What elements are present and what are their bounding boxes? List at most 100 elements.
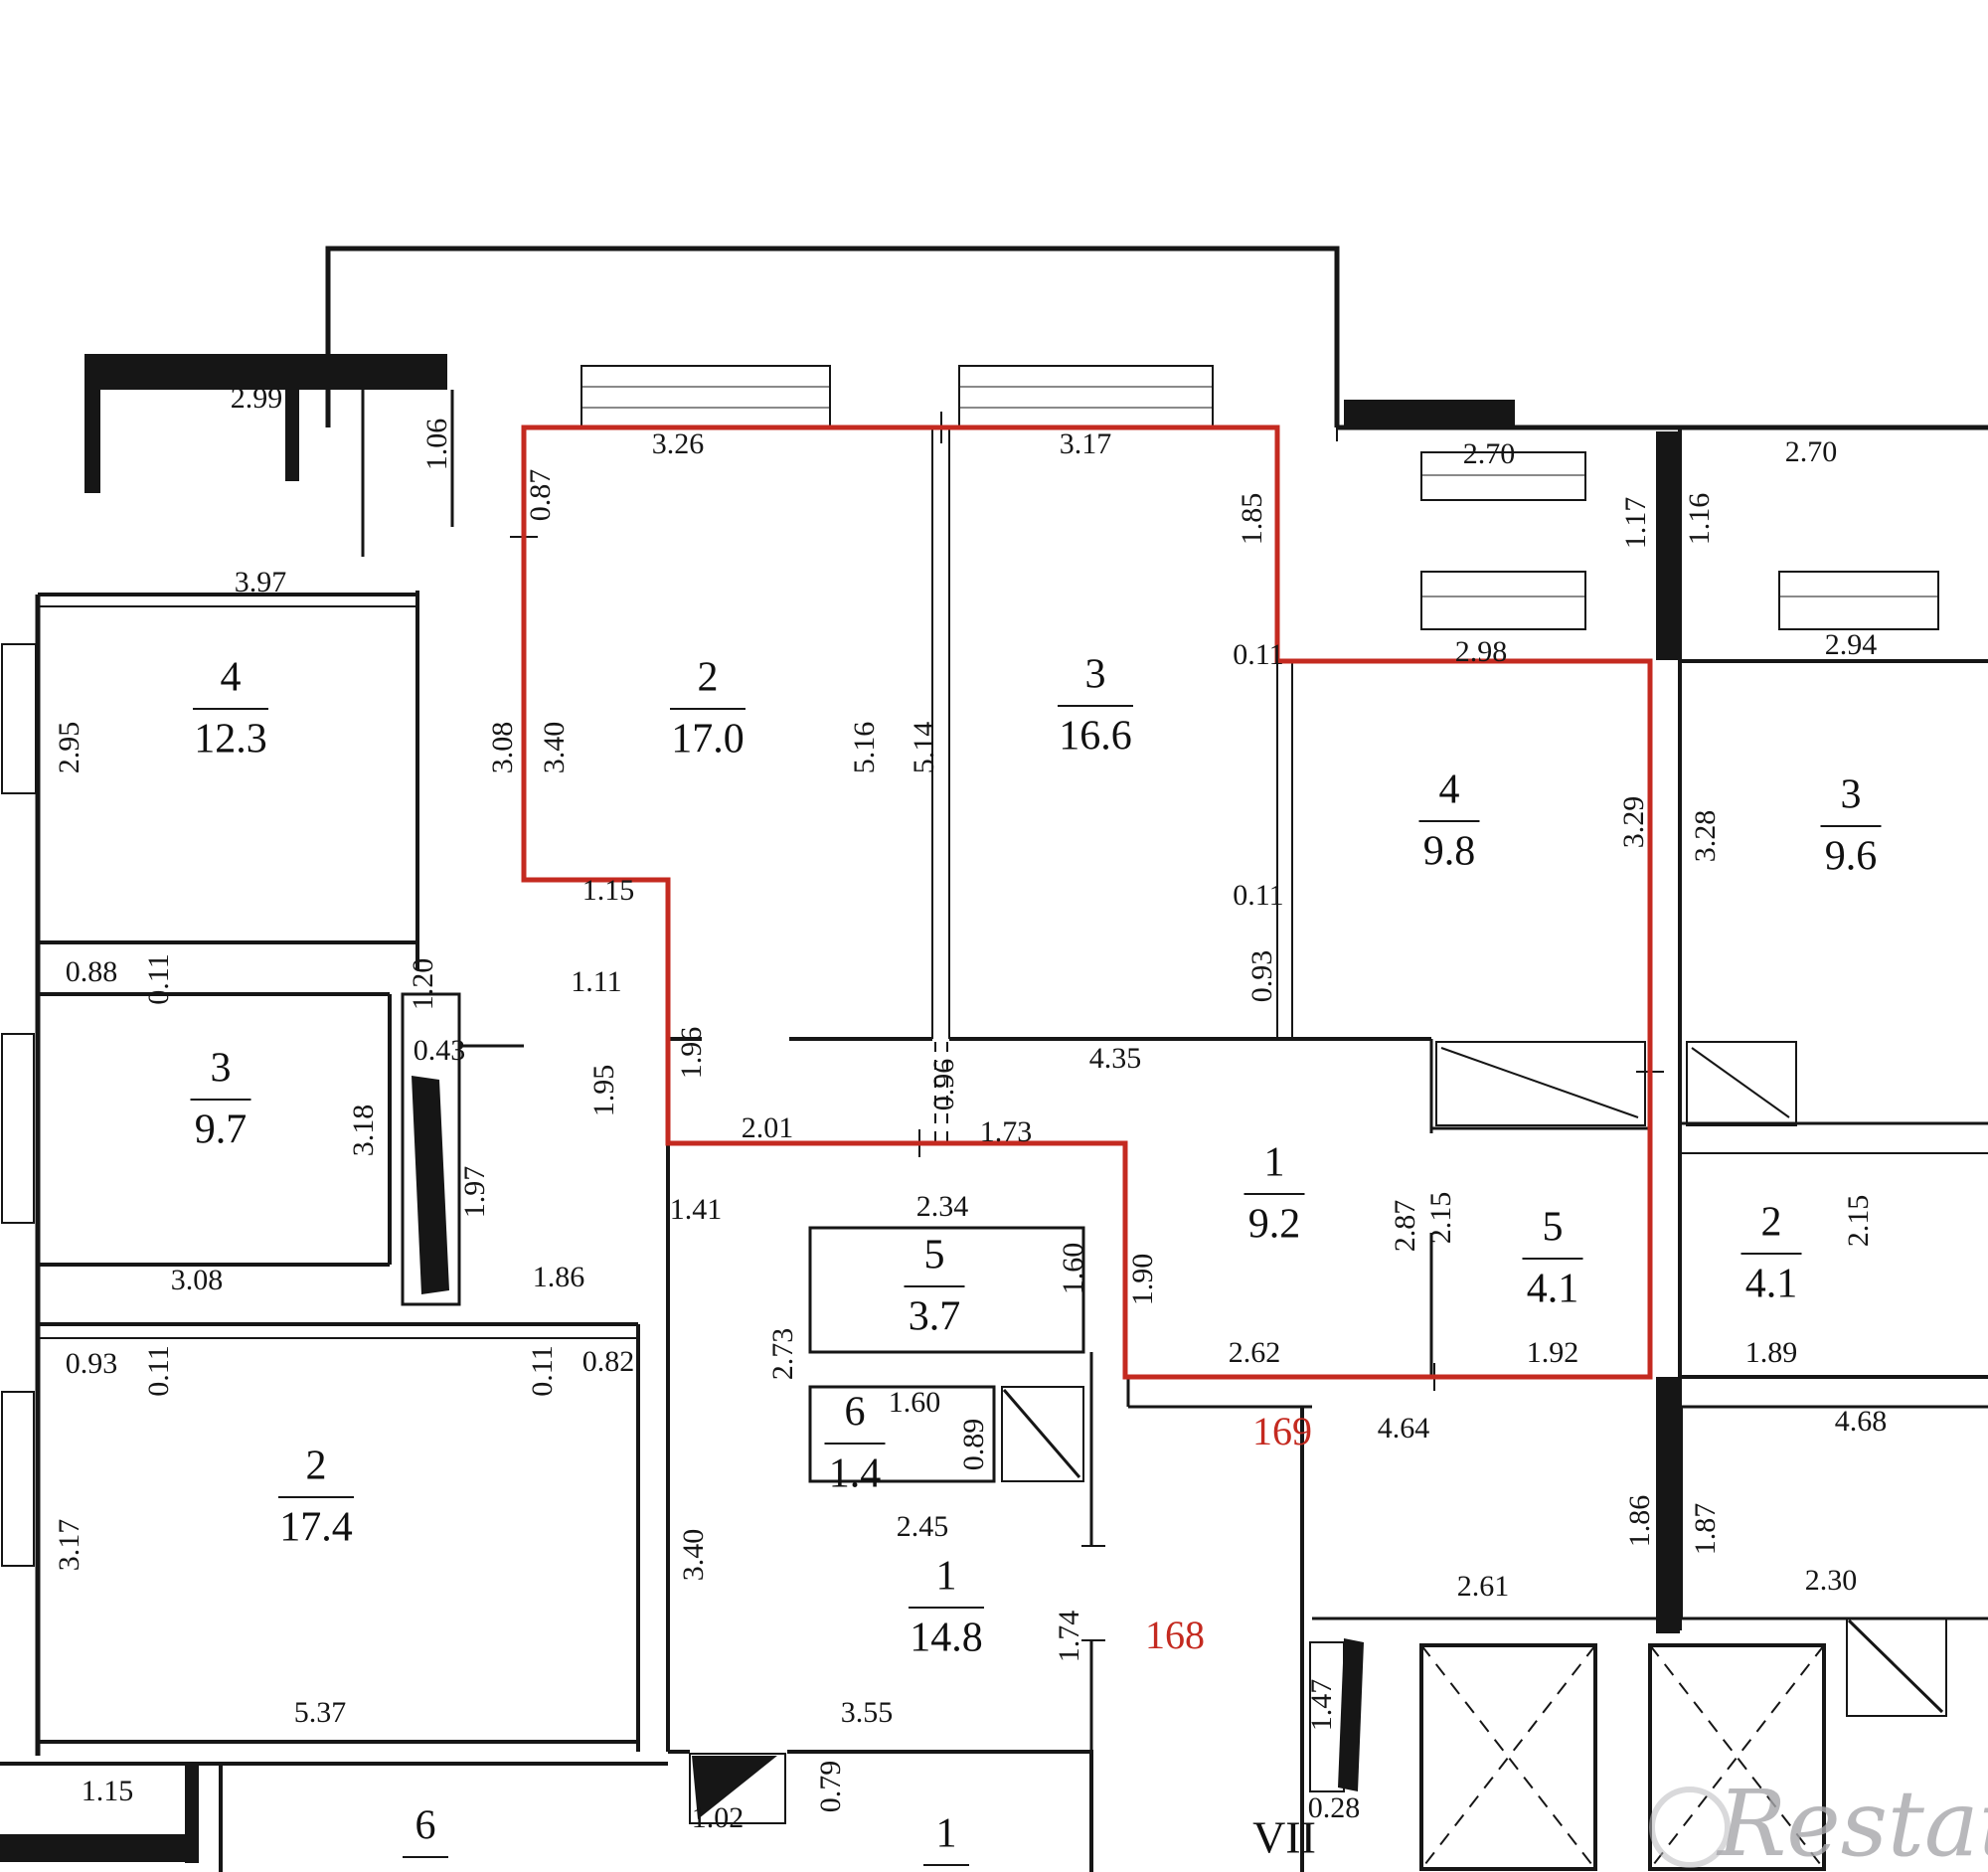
windows bbox=[1, 365, 1939, 1567]
dimension-label: 0.11 bbox=[1233, 879, 1283, 912]
dimension-label: 1.73 bbox=[980, 1115, 1033, 1148]
dimension-label: 5.14 bbox=[908, 722, 940, 774]
room-label: 39.7 bbox=[190, 1046, 251, 1153]
dimension-label: 1.85 bbox=[1236, 493, 1268, 546]
room-label: 19.2 bbox=[1243, 1140, 1305, 1248]
room-area: 9.8 bbox=[1423, 829, 1476, 875]
dimension-label: 1.60 bbox=[1057, 1243, 1089, 1295]
room-number: 5 bbox=[1543, 1205, 1564, 1251]
dimension-label: 0.11 bbox=[142, 953, 175, 1004]
dimension-label: 3.17 bbox=[1060, 427, 1112, 460]
dimension-label: 0.43 bbox=[414, 1034, 466, 1067]
dimension-label: 1.60 bbox=[889, 1386, 941, 1419]
dimension-label: 1.15 bbox=[582, 874, 635, 907]
dimension-label: 1.96 bbox=[675, 1027, 708, 1080]
apartment-number-169: 169 bbox=[1252, 1409, 1312, 1453]
selected-apartment-outline bbox=[521, 425, 1653, 1380]
dimension-label: 0.87 bbox=[524, 469, 557, 522]
room-number: 3 bbox=[1841, 772, 1862, 818]
room-number: 3 bbox=[1085, 652, 1106, 698]
room-label: 114.8 bbox=[909, 1554, 984, 1661]
room-number: 4 bbox=[1439, 767, 1460, 813]
room-area: 12.3 bbox=[194, 717, 267, 763]
dimension-label: 1.95 bbox=[587, 1065, 620, 1117]
dimension-label: 1.47 bbox=[1305, 1679, 1338, 1732]
dimension-label: 0.93 bbox=[66, 1347, 118, 1380]
room-number: 3 bbox=[211, 1046, 232, 1092]
dimension-label: 1.06 bbox=[420, 419, 453, 471]
dimension-label: 3.26 bbox=[652, 427, 705, 460]
dimension-label: 2.45 bbox=[897, 1510, 949, 1543]
dimension-label: 3.40 bbox=[677, 1529, 710, 1582]
dimension-label: 2.95 bbox=[53, 722, 85, 774]
room-area: 4.1 bbox=[1527, 1267, 1579, 1312]
dimension-label: 0.11 bbox=[1233, 638, 1283, 671]
dimension-label: 3.18 bbox=[347, 1105, 380, 1157]
dimension-label: 1.17 bbox=[1619, 497, 1652, 550]
dimension-label: 2.94 bbox=[1825, 628, 1878, 661]
dimension-label: 2.73 bbox=[766, 1328, 799, 1381]
watermark-logo-icon bbox=[1649, 1787, 1731, 1868]
dimension-label: 3.55 bbox=[841, 1696, 894, 1729]
dimension-label: 3.40 bbox=[538, 722, 571, 774]
dimension-label: 0.82 bbox=[582, 1345, 635, 1378]
room-area: 1.4 bbox=[829, 1451, 882, 1497]
dimension-label: 1.16 bbox=[1683, 493, 1716, 546]
room-label: 217.4 bbox=[278, 1444, 354, 1551]
dimension-label: 2.15 bbox=[1842, 1195, 1875, 1248]
room-area: 16.6 bbox=[1059, 714, 1132, 760]
dimension-label: 1.74 bbox=[1053, 1611, 1085, 1663]
dimension-label: 1.41 bbox=[670, 1193, 723, 1226]
dimension-label: 4.68 bbox=[1835, 1405, 1888, 1438]
dimension-label: 1.11 bbox=[571, 965, 621, 998]
dimension-label: 0.93 bbox=[1245, 950, 1278, 1003]
watermark-text: Restate bbox=[1716, 1771, 1988, 1872]
watermark: Restate bbox=[1649, 1771, 1988, 1872]
dimension-label: 3.08 bbox=[486, 722, 519, 774]
interior-walls bbox=[38, 390, 1988, 1872]
dimension-label: 1.89 bbox=[1745, 1336, 1798, 1369]
dimension-label: 1.97 bbox=[458, 1166, 491, 1219]
room-area: 17.4 bbox=[279, 1505, 353, 1551]
dimension-label: 2.01 bbox=[742, 1111, 794, 1144]
dimension-label: 5.16 bbox=[848, 722, 881, 774]
exterior-walls bbox=[0, 246, 1988, 1872]
dimension-label: 0.88 bbox=[66, 955, 118, 988]
room-area: 14.8 bbox=[910, 1616, 983, 1661]
room-area: 17.0 bbox=[671, 717, 745, 763]
room-area: 4.1 bbox=[1745, 1262, 1798, 1307]
dimension-label: 2.15 bbox=[1424, 1192, 1457, 1245]
dimension-ticks bbox=[510, 412, 1664, 1641]
room-label: 39.6 bbox=[1820, 772, 1882, 880]
dimension-label: 1.86 bbox=[1623, 1495, 1656, 1548]
dimension-label: 3.29 bbox=[1617, 796, 1650, 849]
dimension-label: 4.64 bbox=[1378, 1412, 1430, 1445]
dimension-label: 2.87 bbox=[1389, 1200, 1421, 1253]
dimension-label: 1.92 bbox=[1527, 1336, 1579, 1369]
room-label: 1 bbox=[923, 1811, 969, 1866]
room-area: 3.7 bbox=[909, 1294, 961, 1340]
doors bbox=[412, 1041, 1947, 1824]
dimension-label: 5.37 bbox=[294, 1696, 347, 1729]
room-area: 9.6 bbox=[1825, 834, 1878, 880]
unit-labels: 169 168 VII bbox=[1145, 1409, 1316, 1862]
dimension-label: 2.62 bbox=[1229, 1336, 1281, 1369]
room-label: 316.6 bbox=[1058, 652, 1133, 760]
dimension-label: 0.89 bbox=[957, 1419, 990, 1471]
room-number: 2 bbox=[1761, 1200, 1782, 1246]
room-number: 2 bbox=[306, 1444, 327, 1489]
room-number: 2 bbox=[698, 655, 719, 701]
dimension-label: 3.28 bbox=[1689, 810, 1722, 863]
room-label: 54.1 bbox=[1522, 1205, 1583, 1312]
dimension-label: 2.30 bbox=[1805, 1564, 1858, 1597]
dimension-label: 3.17 bbox=[53, 1519, 85, 1572]
room-label: 6 bbox=[403, 1803, 448, 1858]
dimension-label: 0.11 bbox=[526, 1345, 559, 1396]
room-label: 412.3 bbox=[193, 655, 268, 763]
dimension-label: 2.70 bbox=[1463, 437, 1516, 470]
room-number: 6 bbox=[845, 1390, 866, 1436]
